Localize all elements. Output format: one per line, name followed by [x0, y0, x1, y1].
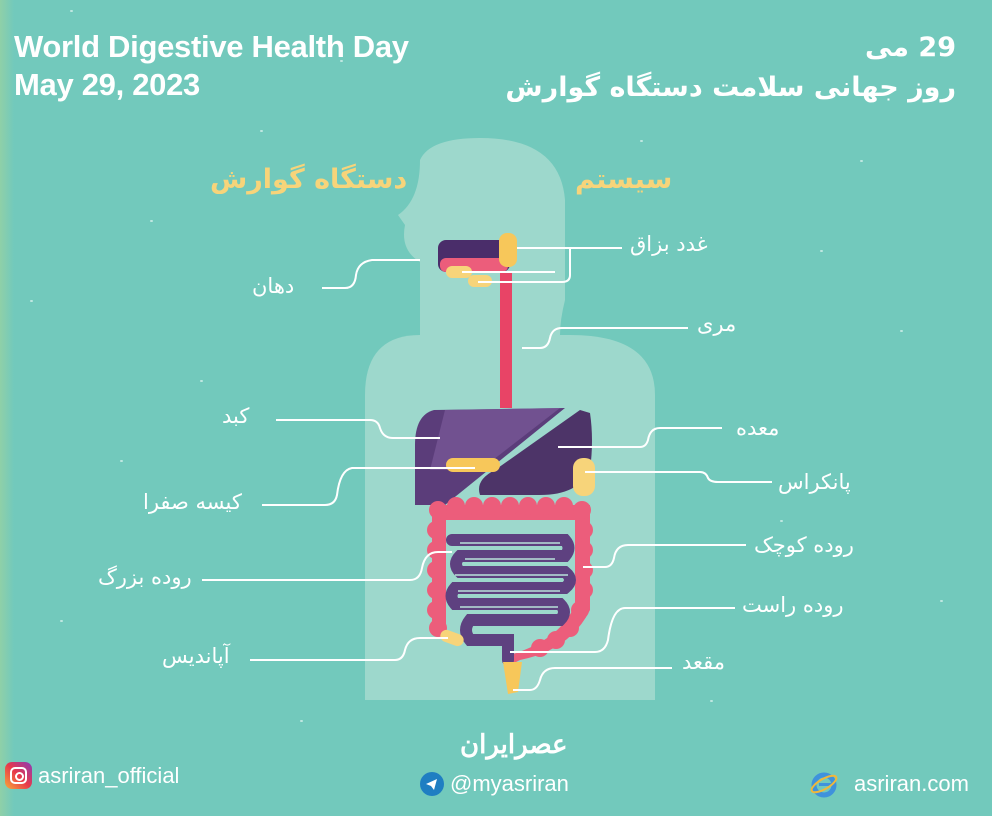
label-pancreas: پانکراس — [778, 470, 851, 494]
label-small-intestine: روده کوچک — [754, 533, 854, 557]
label-rectum: روده راست — [742, 593, 844, 617]
website-link[interactable]: asriran.com — [810, 770, 969, 798]
telegram-handle: @myasriran — [450, 771, 569, 796]
title-english-line1: World Digestive Health Day — [14, 29, 409, 64]
esophagus-organ — [500, 272, 512, 408]
stomach-organ — [479, 410, 592, 495]
brand-logo: عصرایران — [460, 730, 568, 760]
instagram-handle: asriran_official — [38, 762, 180, 788]
salivary-glands-organ — [446, 233, 517, 287]
internet-explorer-icon — [810, 770, 838, 798]
label-large-intestine: روده بزرگ — [98, 565, 192, 589]
label-esophagus: مری — [697, 312, 737, 336]
instagram-icon — [5, 762, 32, 789]
diagram-title-system: سیستم — [575, 164, 673, 195]
instagram-link[interactable]: asriran_official — [5, 762, 179, 789]
title-persian-line2: روز جهانی سلامت دستگاه گوارش — [505, 72, 956, 103]
label-appendix: آپاندیس — [162, 644, 230, 668]
small-intestine-organ — [445, 534, 576, 666]
label-gallbladder: کیسه صفرا — [143, 490, 242, 514]
label-mouth: دهان — [252, 274, 295, 298]
title-persian: 29 می روز جهانی سلامت دستگاه گوارش — [505, 28, 956, 108]
appendix-organ — [440, 629, 464, 647]
label-stomach: معده — [736, 416, 780, 440]
title-english: World Digestive Health Day May 29, 2023 — [14, 28, 409, 104]
title-persian-date: 29 می — [864, 32, 956, 63]
anus-organ — [503, 662, 522, 694]
label-salivary-glands: غدد بزاق — [630, 232, 708, 256]
telegram-icon — [420, 772, 444, 796]
diagram-title-digestive: دستگاه گوارش — [210, 164, 408, 195]
title-english-date: May 29, 2023 — [14, 67, 200, 102]
telegram-link[interactable]: @myasriran — [420, 771, 569, 797]
label-anus: مقعد — [682, 650, 726, 674]
mouth-organ — [438, 240, 510, 272]
pancreas-organ — [573, 458, 595, 496]
website-url: asriran.com — [854, 771, 969, 796]
label-liver: کبد — [222, 404, 250, 428]
